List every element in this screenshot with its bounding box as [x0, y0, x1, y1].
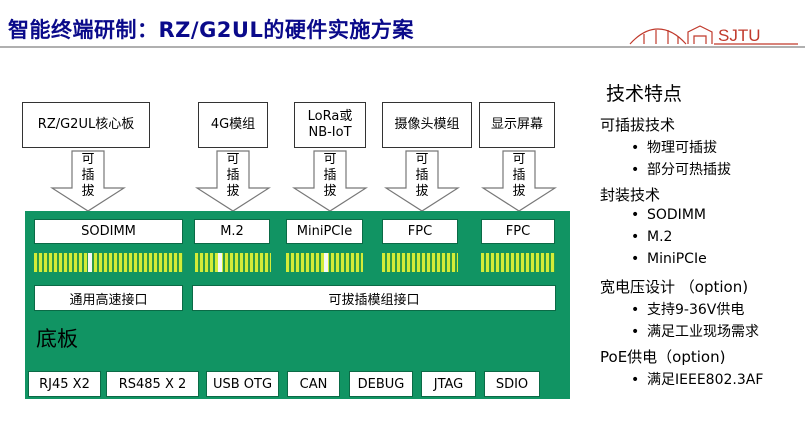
- pluggable-arrow: 可 插 拔: [481, 150, 557, 212]
- arrow-label: 可 插 拔: [226, 152, 240, 199]
- svg-text:SJTU: SJTU: [718, 26, 761, 45]
- feature-category: PoE供电（option): [600, 348, 726, 366]
- feature-category: 封装技术: [600, 186, 661, 204]
- connector-notch: [324, 253, 328, 272]
- connector-notch: [88, 253, 92, 272]
- title-divider: [0, 46, 805, 48]
- pluggable-arrow: 可 插 拔: [50, 150, 126, 212]
- page-title: 智能终端研制：RZ/G2UL的硬件实施方案: [8, 18, 414, 42]
- module-box-4g: 4G模组: [198, 102, 268, 148]
- slot-fpc-display: FPC: [481, 219, 555, 244]
- port-rj45: RJ45 X2: [28, 371, 101, 397]
- pluggable-module-interface: 可拔插模组接口: [192, 285, 556, 311]
- arrow-label: 可 插 拔: [415, 152, 429, 199]
- slot-fpc-camera: FPC: [382, 219, 458, 244]
- feature-item: M.2: [631, 229, 672, 245]
- port-sdio: SDIO: [484, 371, 540, 397]
- slot-minipcie: MiniPCIe: [286, 219, 363, 244]
- feature-item: 支持9-36V供电: [631, 299, 744, 319]
- feature-category: 宽电压设计 （option): [600, 278, 749, 296]
- port-jtag: JTAG: [421, 371, 476, 397]
- port-debug: DEBUG: [349, 371, 413, 397]
- high-speed-interface: 通用高速接口: [34, 285, 183, 311]
- port-rs485: RS485 X 2: [106, 371, 199, 397]
- feature-item: 部分可热插拔: [631, 159, 731, 179]
- feature-item: 满足IEEE802.3AF: [631, 369, 763, 389]
- arrow-label: 可 插 拔: [323, 152, 337, 199]
- connector-pins-m2: [195, 253, 271, 272]
- features-title: 技术特点: [606, 83, 683, 105]
- board-label: 底板: [36, 327, 78, 351]
- port-can: CAN: [287, 371, 340, 397]
- slot-m2: M.2: [194, 219, 270, 244]
- feature-item: 物理可插拔: [631, 137, 717, 157]
- module-box-display: 显示屏幕: [479, 102, 555, 148]
- module-box-core-board: RZ/G2UL核心板: [22, 102, 150, 148]
- pluggable-arrow: 可 插 拔: [292, 150, 368, 212]
- arrow-label: 可 插 拔: [81, 152, 95, 199]
- pluggable-arrow: 可 插 拔: [384, 150, 460, 212]
- feature-item: SODIMM: [631, 207, 706, 223]
- connector-notch: [218, 253, 222, 272]
- feature-item: 满足工业现场需求: [631, 321, 759, 341]
- module-box-camera: 摄像头模组: [382, 102, 472, 148]
- connector-pins-fpc-display: [481, 253, 555, 272]
- feature-item: MiniPCIe: [631, 251, 707, 267]
- module-box-lora-nbiot: LoRa或 NB-IoT: [294, 102, 366, 148]
- pluggable-arrow: 可 插 拔: [195, 150, 271, 212]
- arrow-label: 可 插 拔: [512, 152, 526, 199]
- connector-pins-fpc-camera: [382, 253, 458, 272]
- sjtu-logo: SJTU: [628, 14, 800, 54]
- port-usb-otg: USB OTG: [206, 371, 279, 397]
- slot-sodimm: SODIMM: [34, 219, 183, 244]
- feature-category: 可插拔技术: [600, 116, 676, 134]
- connector-pins-sodimm: [34, 253, 183, 272]
